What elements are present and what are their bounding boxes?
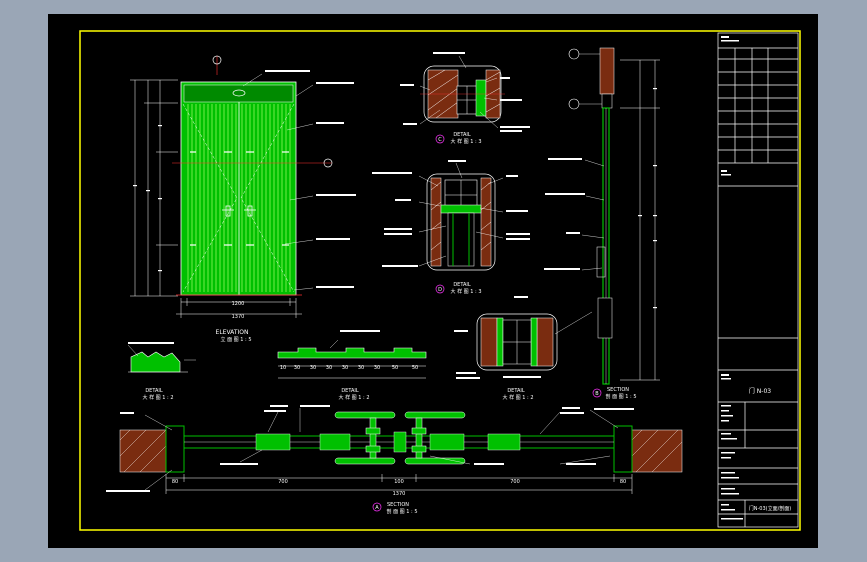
svg-text:700: 700 xyxy=(278,479,288,485)
detail-2-scale: 大 样 图 1 : 2 xyxy=(339,394,370,401)
detail-d-leaders xyxy=(418,162,504,267)
elevation-caption: ELEVATION xyxy=(216,329,249,336)
elevation-scale: 立 面 图 1 : 5 xyxy=(221,336,252,343)
title-block-drawing-name: 门 N-03 xyxy=(749,387,771,395)
detail-d-scale: 大 样 图 1 : 3 xyxy=(451,288,482,295)
svg-text:700: 700 xyxy=(510,479,520,485)
elevation-leader-text xyxy=(265,70,356,288)
detail-profile-1-leader-text xyxy=(128,342,174,344)
section-a-scale: 剖 面 图 1 : 5 xyxy=(387,508,418,515)
elevation-dim-total: 1370 xyxy=(232,314,245,320)
section-a-dims xyxy=(165,474,633,494)
elevation-dims-vertical-ticks xyxy=(133,125,162,272)
svg-text:50: 50 xyxy=(392,365,398,371)
detail-c-tag: C xyxy=(438,137,442,143)
detail-2-caption: DETAIL xyxy=(341,388,359,394)
detail-c-scale: 大 样 图 1 : 3 xyxy=(451,138,482,145)
detail-1-caption: DETAIL xyxy=(145,388,163,394)
section-a-caption: SECTION xyxy=(387,502,409,508)
svg-text:10: 10 xyxy=(280,365,286,371)
section-b-view[interactable] xyxy=(568,47,615,385)
svg-text:30: 30 xyxy=(358,365,364,371)
elevation-dim-width: 1200 xyxy=(232,301,245,307)
detail-d-view[interactable] xyxy=(426,173,496,271)
detail-c-leaders xyxy=(419,55,499,129)
detail-3-caption: DETAIL xyxy=(507,388,525,394)
detail-c-tag-circle xyxy=(435,134,445,144)
svg-text:30: 30 xyxy=(342,365,348,371)
detail-strip-dims: 10 30 30 30 30 30 30 50 50 xyxy=(280,365,418,371)
section-a-leader-text xyxy=(106,405,634,492)
section-b-leaders xyxy=(581,159,605,271)
title-block-sheet-name: 门N-03(立面/剖面) xyxy=(749,505,792,512)
section-a-view[interactable] xyxy=(119,411,683,473)
svg-text:50: 50 xyxy=(412,365,418,371)
section-a-tag-circle xyxy=(372,502,382,512)
elevation-dims-horizontal xyxy=(176,298,302,318)
detail-d-tag: D xyxy=(438,287,442,293)
detail-d-leader-text xyxy=(372,160,530,267)
section-b-leader-text xyxy=(544,158,585,270)
svg-text:30: 30 xyxy=(374,365,380,371)
detail-d-tag-circle xyxy=(435,284,445,294)
detail-strip[interactable] xyxy=(277,339,427,379)
detail-c-leader-text xyxy=(400,52,530,132)
section-a-tag: A xyxy=(375,505,379,511)
section-b-caption: SECTION xyxy=(607,387,629,393)
detail-c-view[interactable] xyxy=(420,65,505,123)
svg-text:30: 30 xyxy=(310,365,316,371)
sheet-border xyxy=(79,30,801,531)
section-b-dims xyxy=(620,59,660,381)
elevation-leaders xyxy=(242,73,314,291)
section-a-leaders xyxy=(144,408,619,491)
title-block xyxy=(717,32,799,528)
section-b-dim-ticks xyxy=(638,88,657,309)
svg-text:30: 30 xyxy=(294,365,300,371)
svg-text:1370: 1370 xyxy=(393,491,406,497)
svg-text:80: 80 xyxy=(172,479,178,485)
detail-joint-leader-text xyxy=(454,296,541,379)
section-b-scale: 剖 面 图 1 : 5 xyxy=(606,393,637,400)
svg-text:80: 80 xyxy=(620,479,626,485)
title-block-fill-marks xyxy=(721,36,743,520)
detail-strip-leader-text xyxy=(340,330,380,332)
detail-d-caption: DETAIL xyxy=(453,282,471,288)
svg-text:30: 30 xyxy=(326,365,332,371)
detail-profile-1[interactable] xyxy=(127,344,196,373)
section-b-tag: B xyxy=(595,391,599,397)
detail-3-scale: 大 样 图 1 : 2 xyxy=(503,394,534,401)
svg-text:100: 100 xyxy=(394,479,404,485)
detail-joint[interactable] xyxy=(476,311,593,371)
detail-c-caption: DETAIL xyxy=(453,132,471,138)
section-a-dim-labels: 80 700 100 700 80 1370 xyxy=(172,479,626,497)
elevation-dims-vertical xyxy=(130,79,178,297)
elevation-view[interactable] xyxy=(172,55,333,296)
detail-1-scale: 大 样 图 1 : 2 xyxy=(143,394,174,401)
section-b-tag-circle xyxy=(592,388,602,398)
